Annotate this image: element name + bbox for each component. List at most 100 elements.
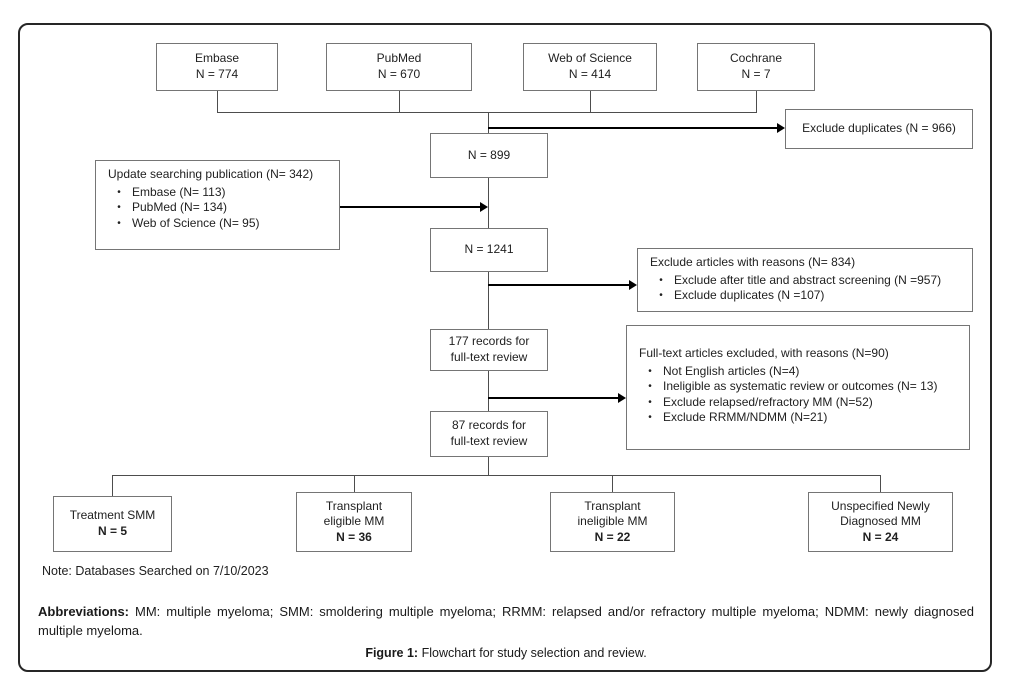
source-box-web-of-science: Web of Science N = 414 (523, 43, 657, 91)
bullet-icon: • (117, 202, 121, 214)
arrow-head (629, 280, 637, 290)
source-count: N = 7 (741, 67, 771, 81)
arrow-from-update-search (340, 206, 480, 208)
connector-line (488, 112, 489, 133)
exclude-articles-title: Exclude articles with reasons (N= 834) (650, 255, 856, 269)
outcome-line1: Unspecified Newly (831, 498, 930, 513)
connector-line (756, 91, 757, 112)
arrow-head (480, 202, 488, 212)
source-count: N = 774 (195, 67, 239, 81)
exclude-articles-item: Exclude after title and abstract screeni… (674, 272, 942, 287)
outcome-line1: Treatment SMM (69, 508, 156, 523)
list-item: • Exclude RRMM/NDMM (N=21) (637, 410, 827, 426)
fulltext-excluded-item: Exclude relapsed/refractory MM (N=52) (663, 394, 873, 409)
abbreviations-label: Abbreviations: (38, 604, 130, 619)
bullet-icon: • (659, 290, 663, 302)
exclude-duplicates-label: Exclude duplicates (N = 966) (802, 121, 956, 136)
update-search-box: Update searching publication (N= 342) • … (95, 160, 340, 250)
bullet-icon: • (659, 274, 663, 286)
connector-line (488, 371, 489, 411)
connector-line (488, 272, 489, 329)
records-899-count: N = 899 (467, 147, 511, 162)
bullet-icon: • (117, 186, 121, 198)
bullet-icon: • (117, 217, 121, 229)
records-1241-count: N = 1241 (464, 242, 514, 257)
records-177-line1: 177 records for (448, 334, 530, 349)
source-name: PubMed (376, 51, 422, 66)
connector-line (354, 475, 355, 492)
outcome-count: N = 22 (594, 529, 631, 544)
connector-line (399, 91, 400, 112)
list-item: • Exclude relapsed/refractory MM (N=52) (637, 395, 873, 411)
bullet-icon: • (648, 396, 652, 408)
abbreviations-text: MM: multiple myeloma; SMM: smoldering mu… (38, 604, 974, 638)
fulltext-excluded-box: Full-text articles excluded, with reason… (626, 325, 970, 450)
records-87-line1: 87 records for (451, 418, 527, 433)
outcome-line2: Diagnosed MM (840, 514, 921, 529)
connector-line (112, 475, 880, 476)
source-box-cochrane: Cochrane N = 7 (697, 43, 815, 91)
bullet-icon: • (648, 365, 652, 377)
update-search-title: Update searching publication (N= 342) (108, 167, 314, 181)
list-item: • Not English articles (N=4) (637, 364, 799, 380)
source-box-embase: Embase N = 774 (156, 43, 278, 91)
source-count: N = 414 (568, 67, 612, 81)
bullet-icon: • (648, 412, 652, 424)
source-box-pubmed: PubMed N = 670 (326, 43, 472, 91)
outcome-line2: ineligible MM (577, 514, 648, 529)
figure-caption: Figure 1: Flowchart for study selection … (0, 646, 1012, 660)
fulltext-excluded-item: Exclude RRMM/NDMM (N=21) (663, 410, 828, 425)
connector-line (488, 178, 489, 228)
outcome-line2: eligible MM (323, 514, 385, 529)
connector-line (880, 475, 881, 492)
connector-line (217, 112, 757, 113)
fulltext-excluded-title: Full-text articles excluded, with reason… (639, 346, 889, 360)
records-87-box: 87 records for full-text review (430, 411, 548, 457)
records-1241-box: N = 1241 (430, 228, 548, 272)
figure-caption-label: Figure 1: (365, 646, 419, 660)
source-name: Web of Science (548, 51, 632, 66)
connector-line (488, 457, 489, 475)
exclude-articles-item: Exclude duplicates (N =107) (674, 288, 825, 303)
outcome-count: N = 5 (97, 524, 127, 538)
connector-line (612, 475, 613, 492)
list-item: • Exclude after title and abstract scree… (648, 273, 941, 289)
records-87-line2: full-text review (450, 434, 528, 448)
arrow-head (618, 393, 626, 403)
list-item: • Web of Science (N= 95) (106, 215, 260, 232)
records-899-box: N = 899 (430, 133, 548, 178)
update-search-item: Web of Science (N= 95) (132, 215, 260, 230)
arrow-to-fulltext-excluded (488, 397, 618, 399)
list-item: • PubMed (N= 134) (106, 200, 227, 216)
figure-border (18, 23, 992, 672)
exclude-articles-box: Exclude articles with reasons (N= 834) •… (637, 248, 973, 312)
update-search-item: PubMed (N= 134) (132, 200, 228, 215)
update-search-item: Embase (N= 113) (132, 184, 226, 199)
records-177-line2: full-text review (450, 350, 528, 364)
list-item: • Ineligible as systematic review or out… (637, 379, 937, 395)
arrow-to-exclude-duplicates (488, 127, 777, 129)
outcome-box-transplant-ineligible: Transplant ineligible MM N = 22 (550, 492, 675, 552)
figure-caption-text: Flowchart for study selection and review… (418, 646, 647, 660)
outcome-line1: Transplant (325, 498, 383, 513)
arrow-head (777, 123, 785, 133)
connector-line (112, 475, 113, 496)
outcome-count: N = 24 (862, 529, 899, 544)
fulltext-excluded-item: Ineligible as systematic review or outco… (663, 379, 938, 394)
note-text: Note: Databases Searched on 7/10/2023 (42, 564, 269, 578)
connector-line (217, 91, 218, 112)
source-name: Cochrane (729, 51, 783, 66)
list-item: • Exclude duplicates (N =107) (648, 288, 824, 304)
records-177-box: 177 records for full-text review (430, 329, 548, 371)
outcome-count: N = 36 (336, 529, 372, 544)
fulltext-excluded-item: Not English articles (N=4) (663, 363, 800, 378)
outcome-box-unspecified-ndmm: Unspecified Newly Diagnosed MM N = 24 (808, 492, 953, 552)
arrow-to-exclude-articles (488, 284, 629, 286)
exclude-duplicates-box: Exclude duplicates (N = 966) (785, 109, 973, 149)
source-name: Embase (194, 51, 240, 66)
outcome-box-transplant-eligible: Transplant eligible MM N = 36 (296, 492, 412, 552)
source-count: N = 670 (377, 67, 421, 81)
bullet-icon: • (648, 381, 652, 393)
outcome-box-treatment-smm: Treatment SMM N = 5 (53, 496, 172, 552)
